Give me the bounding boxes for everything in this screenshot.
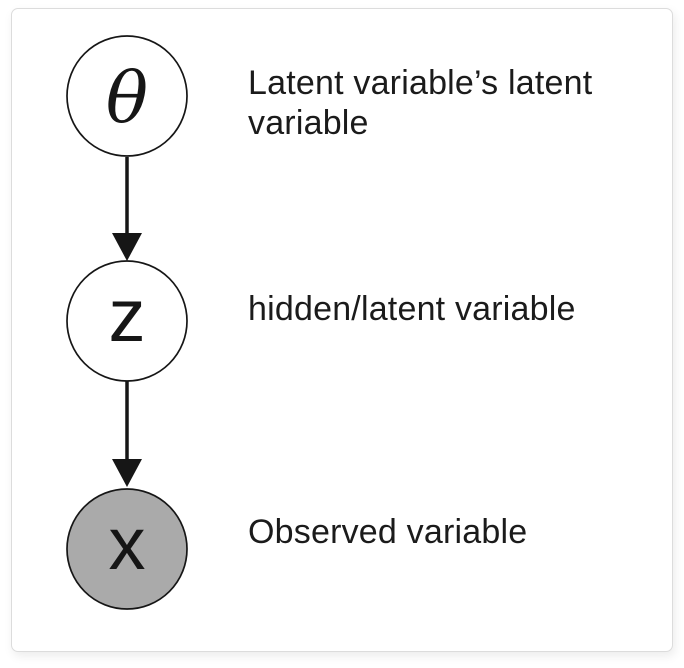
edge-z-to-x: [112, 381, 142, 487]
diagram-card: θ z x Latent variable’s latent variable …: [11, 8, 673, 652]
node-theta: θ: [66, 35, 188, 157]
node-theta-label: θ: [106, 57, 148, 139]
arrowhead-down-icon: [112, 459, 142, 487]
label-theta-description: Latent variable’s latent variable: [248, 64, 593, 142]
label-x-description: Observed variable: [248, 513, 528, 551]
node-z: z: [66, 260, 188, 382]
graphical-model-svg: θ z x: [66, 35, 188, 610]
node-z-circle: [66, 260, 188, 382]
edge-theta-to-z: [112, 157, 142, 261]
label-z-description: hidden/latent variable: [248, 290, 576, 328]
node-z-label: z: [109, 274, 146, 357]
arrowhead-down-icon: [112, 233, 142, 261]
node-x: x: [66, 488, 188, 610]
node-x-circle: [66, 488, 188, 610]
node-x-label: x: [109, 502, 146, 585]
node-theta-circle: [66, 35, 188, 157]
